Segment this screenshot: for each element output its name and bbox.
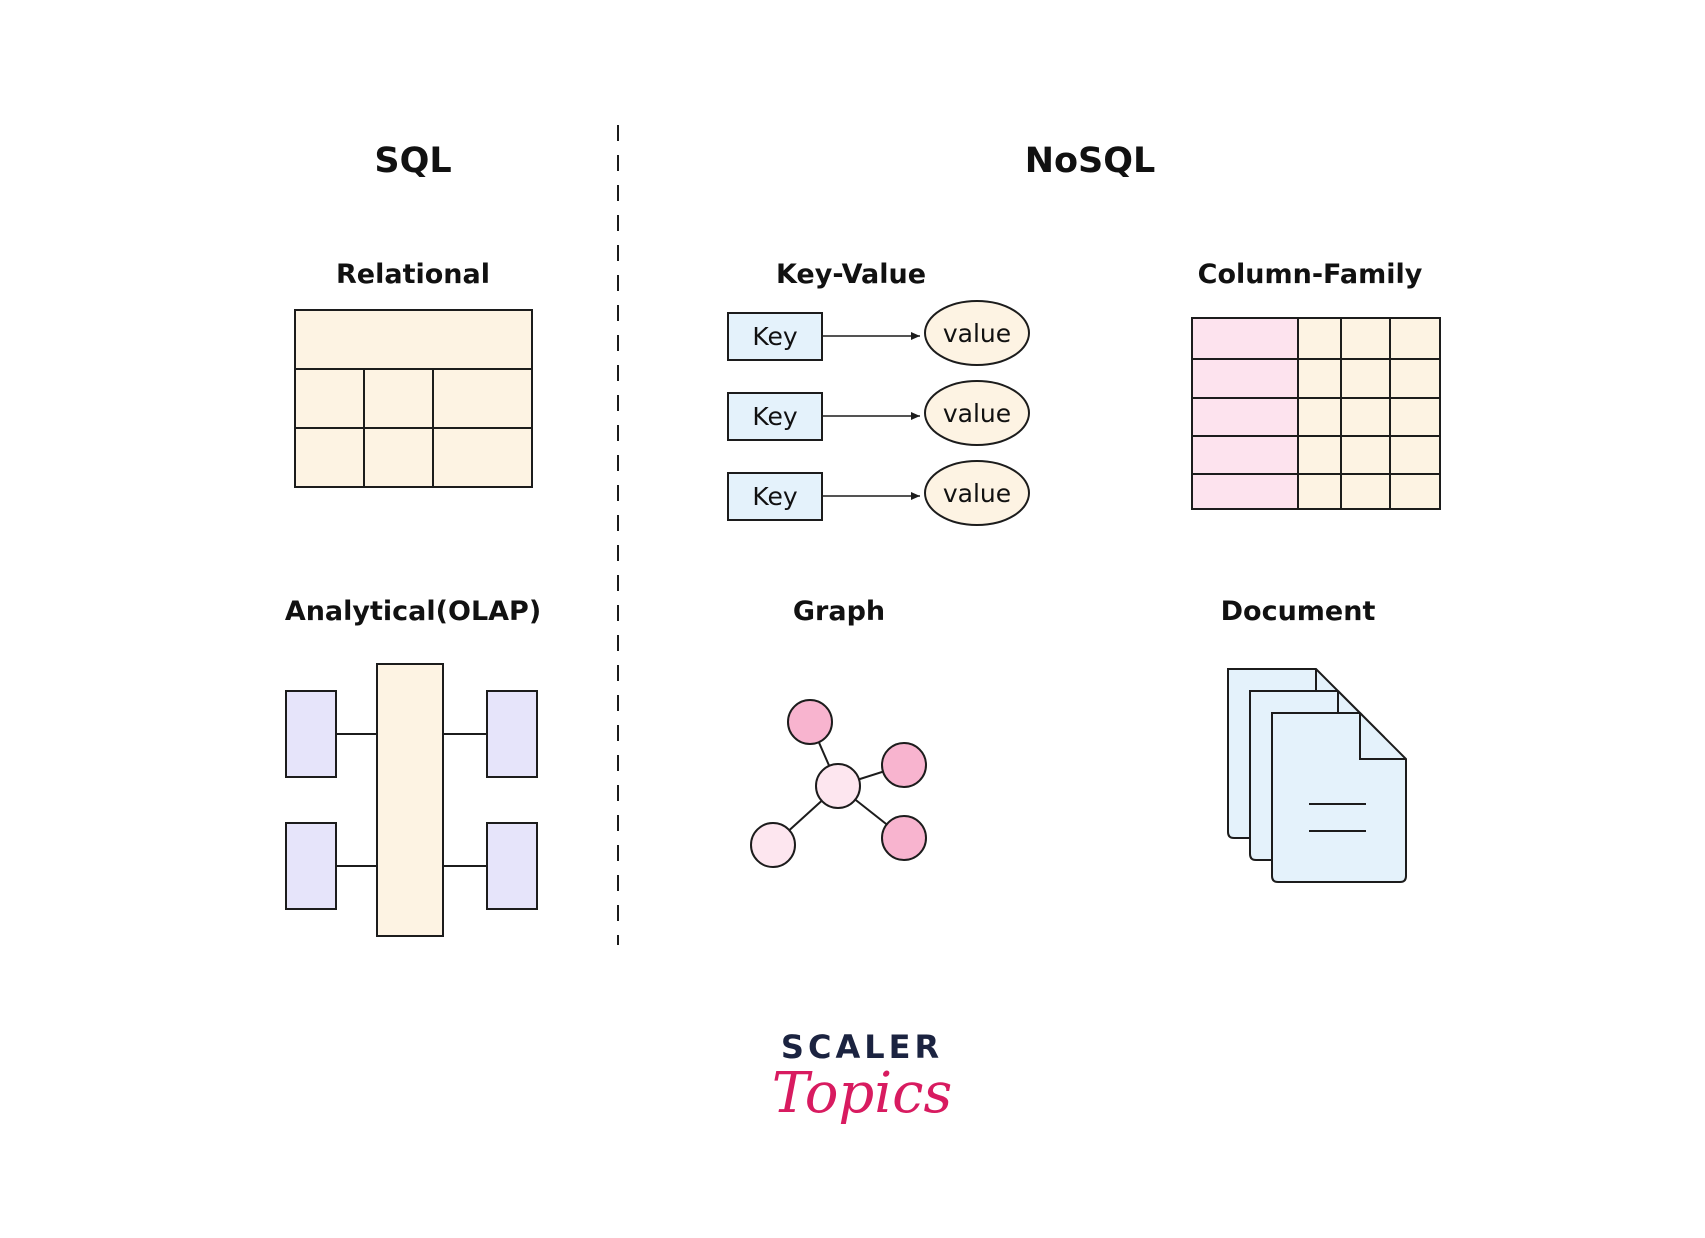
key-label: Key	[752, 482, 798, 511]
brand-line2: Topics	[772, 1061, 953, 1126]
column-family-heading: Column-Family	[1198, 259, 1423, 290]
relational-heading: Relational	[336, 259, 490, 290]
document-heading: Document	[1221, 596, 1376, 627]
graph-node	[881, 742, 927, 788]
fact-table-block	[376, 663, 444, 937]
nosql-heading: NoSQL	[1025, 141, 1156, 181]
dimension-block	[285, 822, 337, 910]
graph-node	[881, 815, 927, 861]
graph-network-icon	[750, 699, 927, 868]
graph-heading: Graph	[793, 596, 885, 627]
sql-heading: SQL	[374, 141, 451, 181]
value-label: value	[943, 399, 1011, 428]
graph-node	[750, 822, 796, 868]
key-value-pair: Key value	[727, 300, 1030, 366]
dimension-block	[285, 690, 337, 778]
document-stack-icon	[1227, 668, 1407, 883]
dimension-block	[486, 822, 538, 910]
key-value-pair: Key value	[727, 380, 1030, 446]
value-ellipse	[924, 300, 1030, 366]
key-box	[727, 312, 823, 361]
value-label: value	[943, 319, 1011, 348]
dimension-block	[486, 690, 538, 778]
key-label: Key	[752, 322, 798, 351]
graph-node	[787, 699, 833, 745]
key-box	[727, 392, 823, 441]
value-label: value	[943, 479, 1011, 508]
olap-heading: Analytical(OLAP)	[285, 596, 541, 627]
value-ellipse	[924, 460, 1030, 526]
scaler-topics-logo: SCALER Topics	[772, 1028, 953, 1126]
value-ellipse	[924, 380, 1030, 446]
key-value-heading: Key-Value	[776, 259, 926, 290]
key-box	[727, 472, 823, 521]
graph-center-node	[815, 763, 861, 809]
relational-table-icon	[294, 309, 533, 488]
key-label: Key	[752, 402, 798, 431]
olap-schema-icon	[285, 663, 538, 937]
brand-line1: SCALER	[781, 1028, 943, 1066]
column-family-grid-icon	[1191, 317, 1441, 510]
key-value-pair: Key value	[727, 460, 1030, 526]
